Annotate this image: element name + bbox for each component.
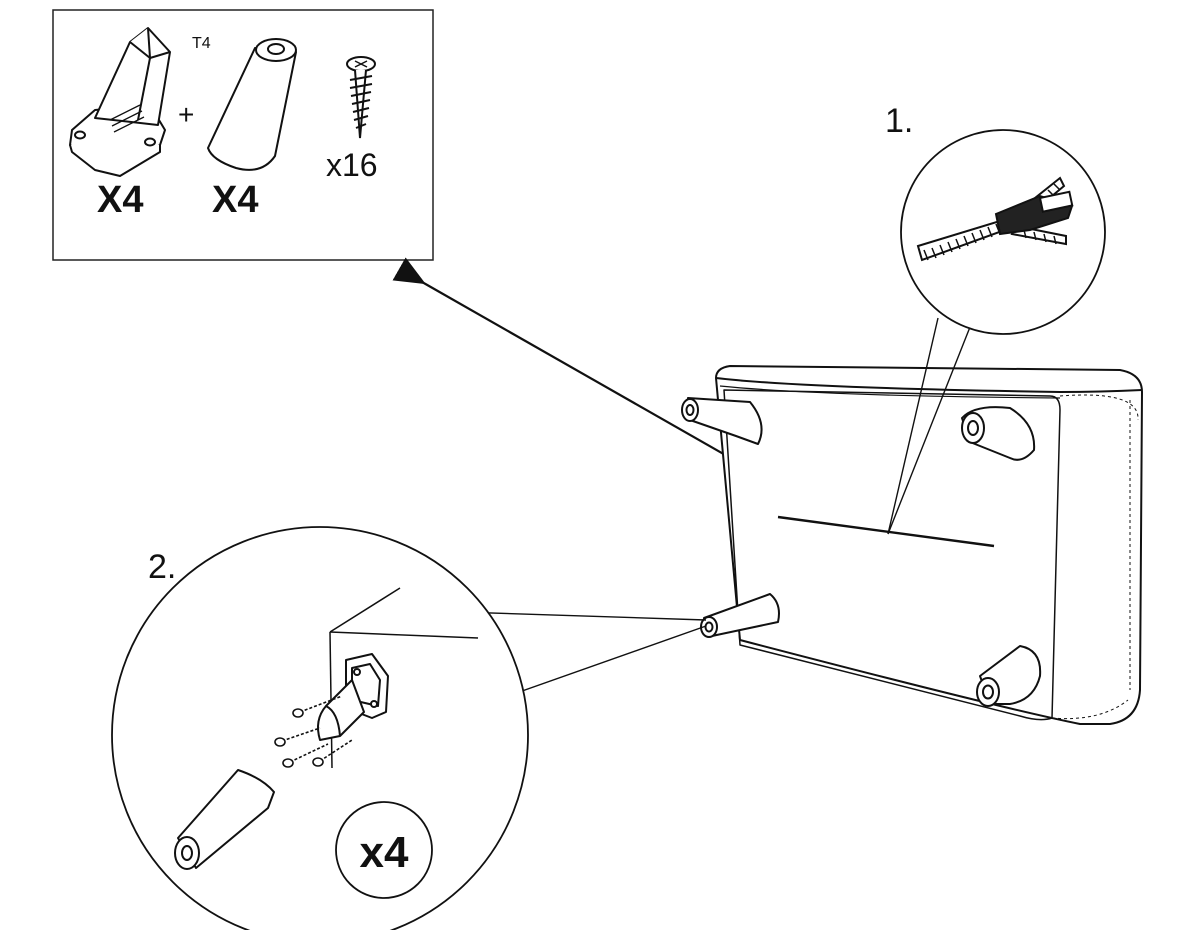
zipper-line <box>777 515 995 548</box>
furniture-leg-zoom-icon <box>174 769 275 870</box>
sofa-leg-bottom-right <box>976 645 1042 707</box>
sofa-leg-top-right <box>961 406 1036 461</box>
step-2-label: 2. <box>148 548 176 586</box>
qty-bracket: X4 <box>97 179 143 221</box>
sofa-base-icon <box>715 365 1143 725</box>
qty-badge: x4 <box>335 801 433 899</box>
step-1-callout <box>887 129 1106 535</box>
qty-badge-label: x4 <box>360 828 409 877</box>
zipper-icon <box>916 176 1074 262</box>
step-1-label: 1. <box>885 102 913 140</box>
leg-bracket-mounted-icon <box>317 653 389 741</box>
sofa-leg-top-left <box>681 397 763 445</box>
furniture-leg-icon <box>207 38 297 171</box>
plus-sign: + <box>178 99 194 130</box>
qty-leg: X4 <box>212 179 258 221</box>
parts-list-box: T4 + X4 X4 x16 <box>52 9 434 261</box>
leg-bracket-icon <box>69 27 171 177</box>
screw-icon <box>346 56 376 139</box>
sofa-leg-bottom-left <box>700 593 780 638</box>
label-t4: T4 <box>192 35 211 52</box>
qty-screw: x16 <box>326 147 378 183</box>
step-2-callout: x4 <box>111 526 707 930</box>
screws-icon <box>274 695 353 768</box>
